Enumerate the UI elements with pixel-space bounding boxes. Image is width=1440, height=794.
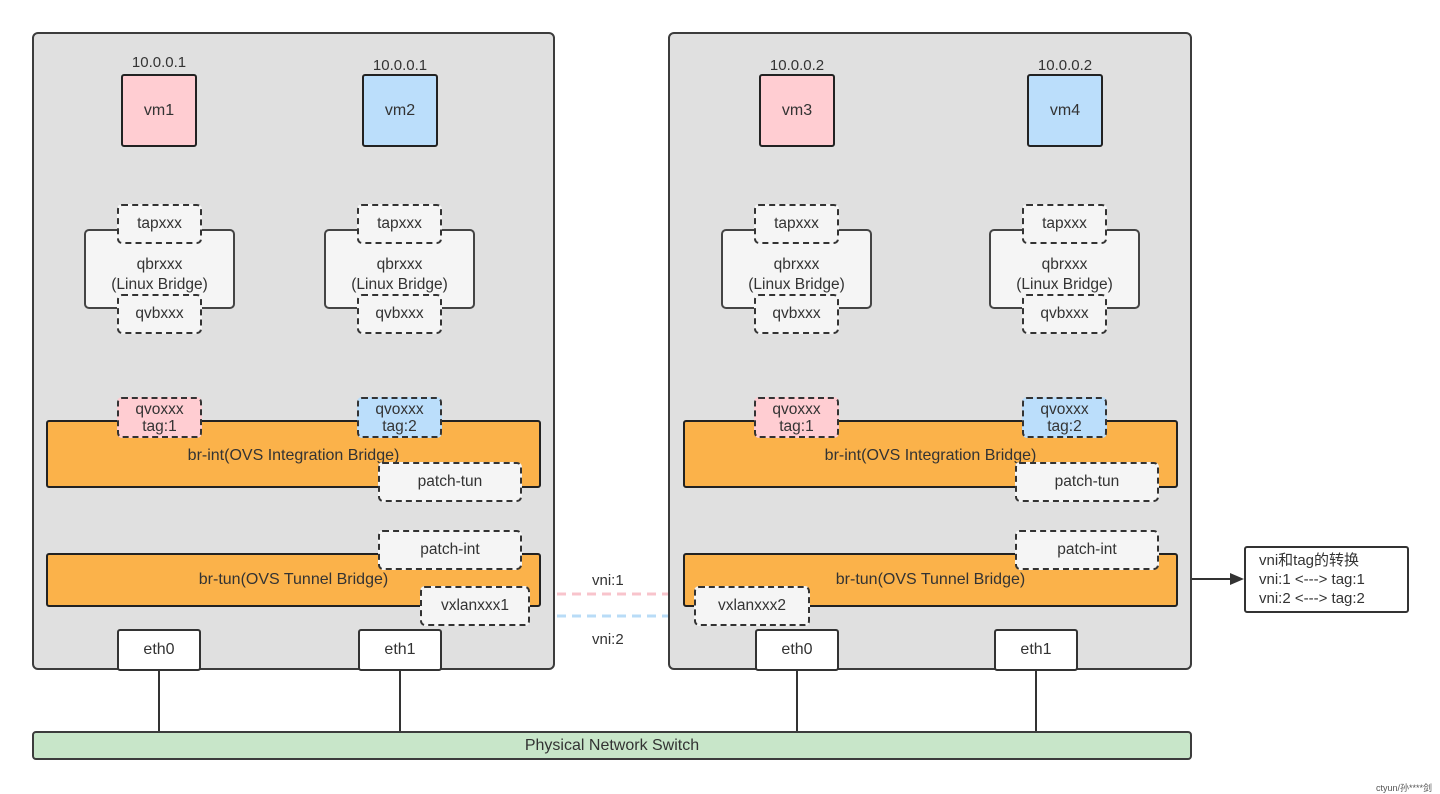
vxlan-port-2[interactable]: vxlanxxx2 (694, 586, 810, 626)
qbr-name: qbrxxx (1041, 256, 1088, 273)
watermark: ctyun/孙****剑 (1376, 783, 1433, 793)
qvo-tag: tag:1 (779, 417, 814, 435)
qvb-port-vm3[interactable]: qvbxxx (754, 294, 839, 334)
note-title: vni和tag的转换 (1259, 552, 1360, 569)
qvo-name: qvoxxx (375, 400, 424, 418)
vm2-ip: 10.0.0.1 (372, 57, 428, 74)
qvo-port-vm4[interactable]: qvoxxx tag:2 (1022, 397, 1107, 438)
qbr-name: qbrxxx (136, 256, 183, 273)
patch-int-port-2[interactable]: patch-int (1015, 530, 1159, 570)
note-arrowhead (1230, 573, 1244, 585)
qbr-type: (Linux Bridge) (1016, 276, 1113, 293)
vm2-node[interactable]: vm2 (362, 74, 438, 147)
patch-int-port-1[interactable]: patch-int (378, 530, 522, 570)
physical-network-switch[interactable]: Physical Network Switch (32, 731, 1192, 760)
vni2-label: vni:2 (592, 631, 624, 648)
vni-tag-mapping-note: vni和tag的转换 vni:1 <---> tag:1 vni:2 <--->… (1244, 546, 1409, 613)
qvo-name: qvoxxx (1040, 400, 1089, 418)
vm1-ip: 10.0.0.1 (131, 54, 187, 71)
qvo-tag: tag:2 (382, 417, 417, 435)
qbr-name: qbrxxx (376, 256, 423, 273)
patch-tun-port-2[interactable]: patch-tun (1015, 462, 1159, 502)
qbr-type: (Linux Bridge) (351, 276, 448, 293)
note-line-2: vni:2 <---> tag:2 (1259, 590, 1365, 607)
qbr-type: (Linux Bridge) (111, 276, 208, 293)
eth1-nic-2[interactable]: eth1 (994, 629, 1078, 671)
vxlan-port-1[interactable]: vxlanxxx1 (420, 586, 530, 626)
qbr-name: qbrxxx (773, 256, 820, 273)
tap-port-vm1[interactable]: tapxxx (117, 204, 202, 244)
eth1-nic-1[interactable]: eth1 (358, 629, 442, 671)
qvb-port-vm2[interactable]: qvbxxx (357, 294, 442, 334)
qvb-port-vm1[interactable]: qvbxxx (117, 294, 202, 334)
qvo-tag: tag:2 (1047, 417, 1082, 435)
note-line-1: vni:1 <---> tag:1 (1259, 571, 1365, 588)
eth0-nic-2[interactable]: eth0 (755, 629, 839, 671)
tap-port-vm2[interactable]: tapxxx (357, 204, 442, 244)
qvo-tag: tag:1 (142, 417, 177, 435)
vm3-ip: 10.0.0.2 (769, 57, 825, 74)
tap-port-vm3[interactable]: tapxxx (754, 204, 839, 244)
qvo-name: qvoxxx (135, 400, 184, 418)
patch-tun-port-1[interactable]: patch-tun (378, 462, 522, 502)
qbr-type: (Linux Bridge) (748, 276, 845, 293)
qvo-port-vm2[interactable]: qvoxxx tag:2 (357, 397, 442, 438)
vni1-label: vni:1 (592, 572, 624, 589)
eth0-nic-1[interactable]: eth0 (117, 629, 201, 671)
vm3-node[interactable]: vm3 (759, 74, 835, 147)
qvb-port-vm4[interactable]: qvbxxx (1022, 294, 1107, 334)
vm4-node[interactable]: vm4 (1027, 74, 1103, 147)
vm4-ip: 10.0.0.2 (1037, 57, 1093, 74)
vm1-node[interactable]: vm1 (121, 74, 197, 147)
qvo-port-vm1[interactable]: qvoxxx tag:1 (117, 397, 202, 438)
qvo-port-vm3[interactable]: qvoxxx tag:1 (754, 397, 839, 438)
qvo-name: qvoxxx (772, 400, 821, 418)
tap-port-vm4[interactable]: tapxxx (1022, 204, 1107, 244)
